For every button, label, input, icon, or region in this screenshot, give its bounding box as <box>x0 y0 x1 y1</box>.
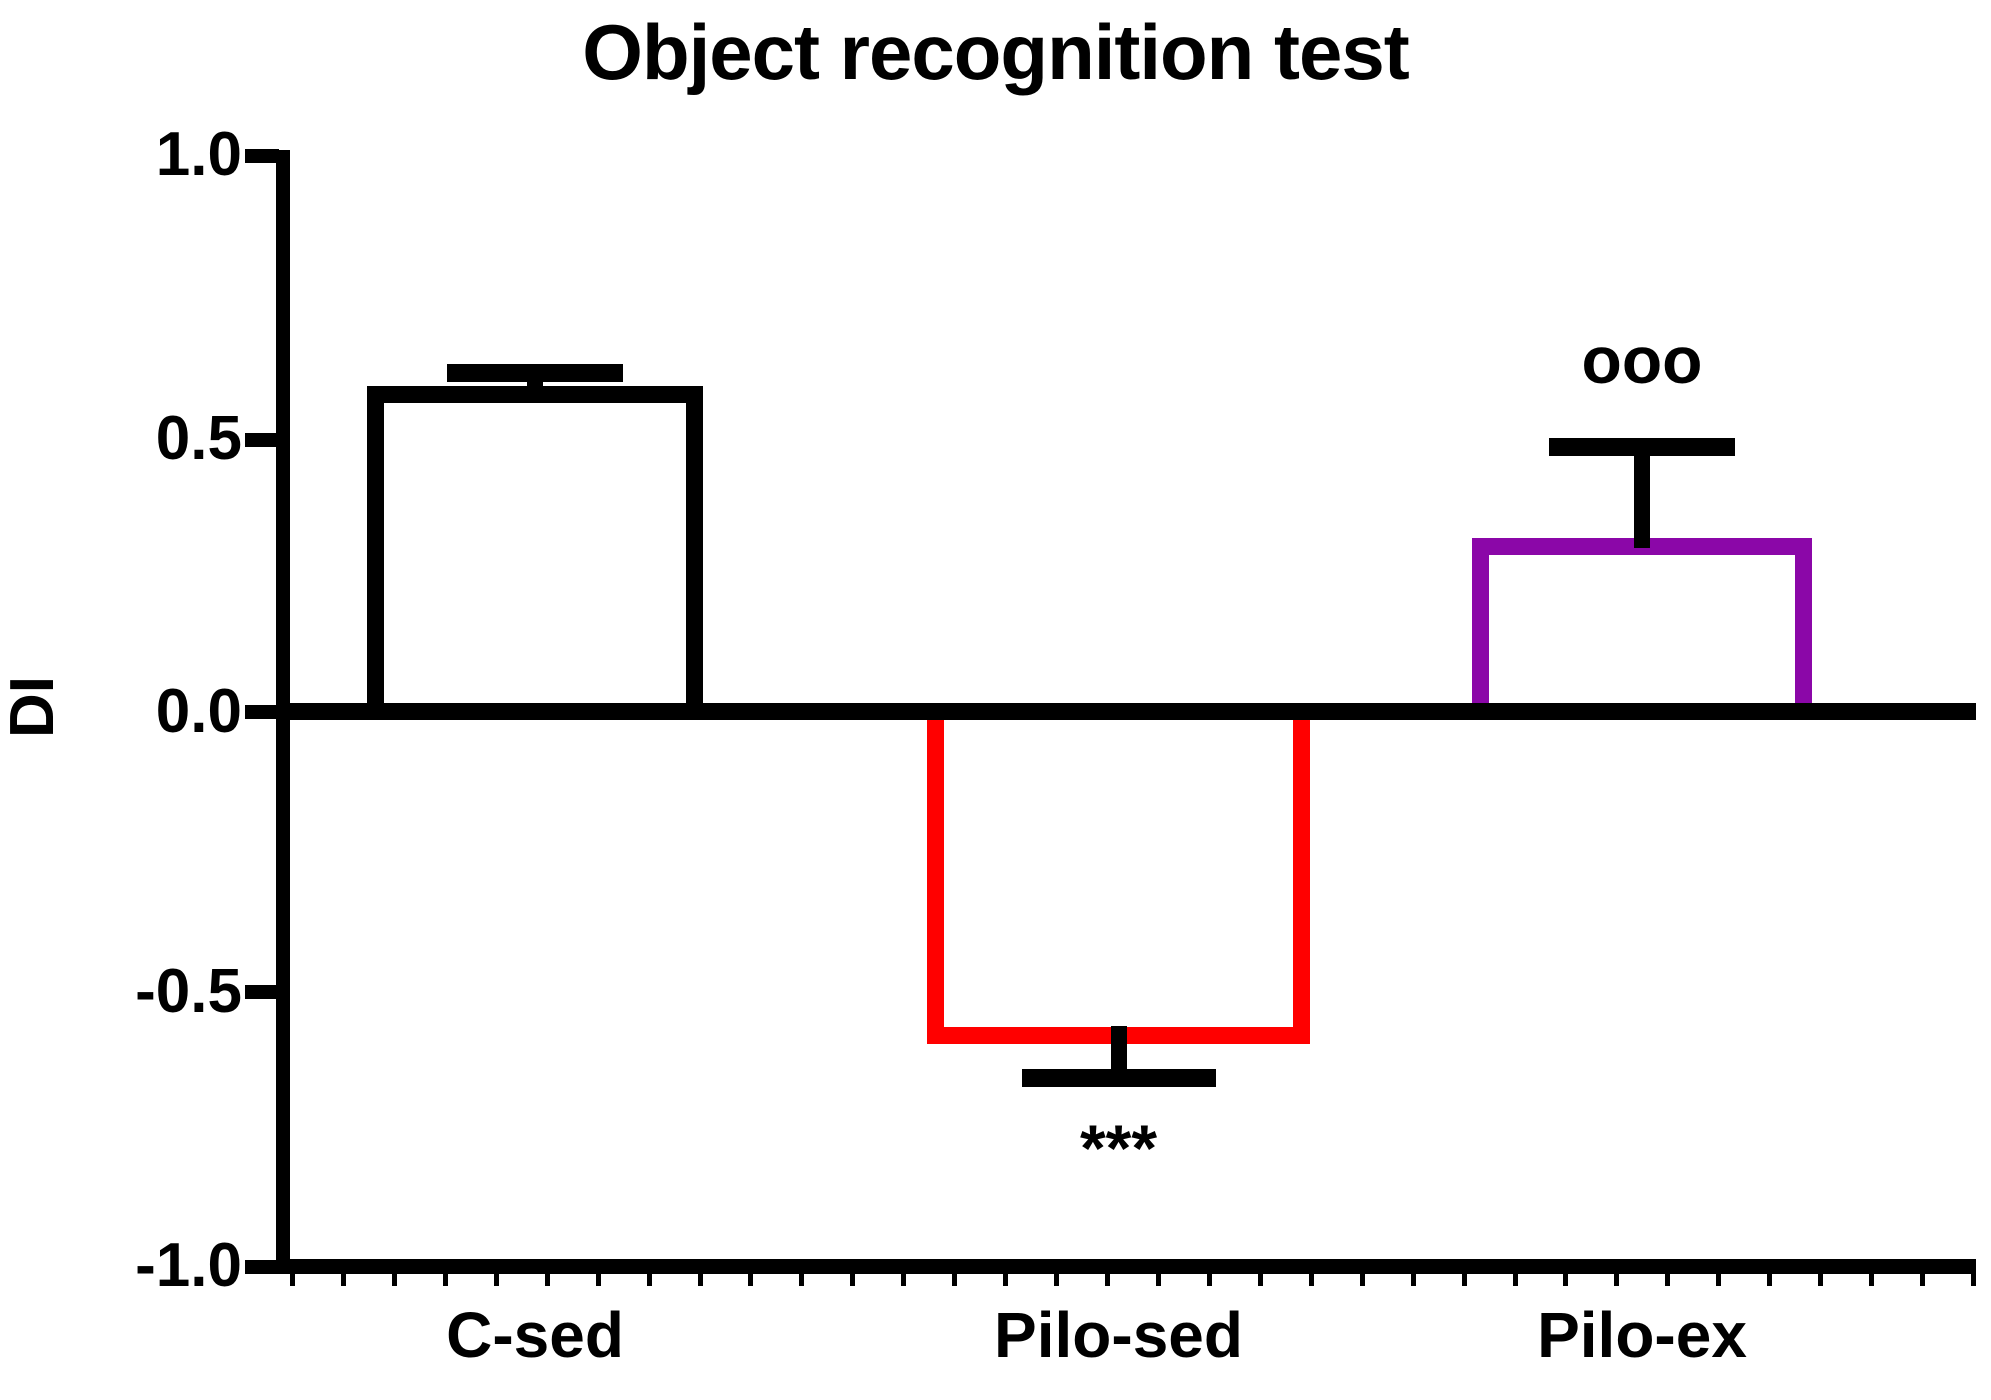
minor-tick <box>1970 1274 1976 1286</box>
y-tick-mark-0.5 <box>245 433 279 447</box>
minor-tick <box>1054 1274 1060 1286</box>
minor-tick <box>1461 1274 1467 1286</box>
error-bar-stem <box>1634 438 1650 548</box>
minor-tick <box>1563 1274 1569 1286</box>
x-tick-label-pilo-ex: Pilo-ex <box>1537 1299 1747 1371</box>
bar-pilo-sed <box>927 703 1310 1044</box>
x-axis-bottom-line <box>276 1259 1976 1274</box>
error-bar-stem <box>1110 1026 1127 1078</box>
y-tick-label-0.0: 0.0 <box>155 677 242 746</box>
minor-tick <box>850 1274 856 1286</box>
y-tick-label-1.0: 1.0 <box>155 120 242 189</box>
error-bar-pilo-sed <box>927 1026 1310 1087</box>
minor-tick <box>1512 1274 1518 1286</box>
minor-tick <box>595 1274 601 1286</box>
minor-tick <box>1003 1274 1009 1286</box>
significance-stars-pilo-sed: *** <box>1079 1111 1158 1185</box>
bar-c-sed <box>367 386 703 719</box>
minor-tick <box>1105 1274 1110 1286</box>
minor-tick <box>442 1274 448 1286</box>
minor-tick <box>544 1274 550 1286</box>
minor-tick <box>1716 1274 1722 1286</box>
minor-tick <box>290 1274 295 1286</box>
y-tick-mark-1.0 <box>245 149 279 163</box>
minor-tick <box>697 1274 703 1286</box>
minor-tick <box>493 1274 499 1286</box>
minor-tick <box>1665 1274 1671 1286</box>
y-tick-label--0.5: -0.5 <box>135 957 242 1026</box>
minor-tick <box>1308 1274 1314 1286</box>
minor-tick <box>646 1274 652 1286</box>
minor-tick <box>1257 1274 1263 1286</box>
y-tick-label-0.5: 0.5 <box>155 404 242 473</box>
minor-tick <box>799 1274 805 1286</box>
x-axis-zero-line <box>276 703 1976 720</box>
y-tick-mark-0.0 <box>245 705 279 719</box>
minor-tick <box>1818 1274 1824 1286</box>
minor-tick <box>1869 1274 1875 1286</box>
minor-tick <box>1614 1274 1620 1286</box>
x-tick-label-c-sed: C-sed <box>446 1299 624 1371</box>
minor-tick <box>1206 1274 1212 1286</box>
minor-tick <box>1767 1274 1773 1286</box>
y-tick-label--1.0: -1.0 <box>135 1231 242 1300</box>
y-tick-mark--0.5 <box>245 985 279 999</box>
minor-tick <box>1359 1274 1365 1286</box>
minor-tick <box>1920 1274 1925 1286</box>
error-bar-cap <box>1021 1069 1216 1087</box>
x-axis-minor-ticks <box>290 1274 1976 1286</box>
error-bar-c-sed <box>367 364 703 402</box>
minor-tick <box>748 1274 754 1286</box>
x-tick-label-pilo-sed: Pilo-sed <box>994 1299 1243 1371</box>
y-axis-title: DI <box>0 676 67 738</box>
page-title: Object recognition test <box>582 8 1409 96</box>
minor-tick <box>952 1274 958 1286</box>
minor-tick <box>340 1274 346 1286</box>
minor-tick <box>901 1274 907 1286</box>
minor-tick <box>1410 1274 1416 1286</box>
minor-tick <box>391 1274 397 1286</box>
error-bar-pilo-ex <box>1472 438 1812 550</box>
y-tick-mark--1.0 <box>245 1260 279 1274</box>
minor-tick <box>1155 1274 1161 1286</box>
error-bar-stem <box>527 364 543 402</box>
bar-pilo-ex <box>1472 538 1812 719</box>
significance-circles-pilo-ex: ooo <box>1581 323 1703 397</box>
